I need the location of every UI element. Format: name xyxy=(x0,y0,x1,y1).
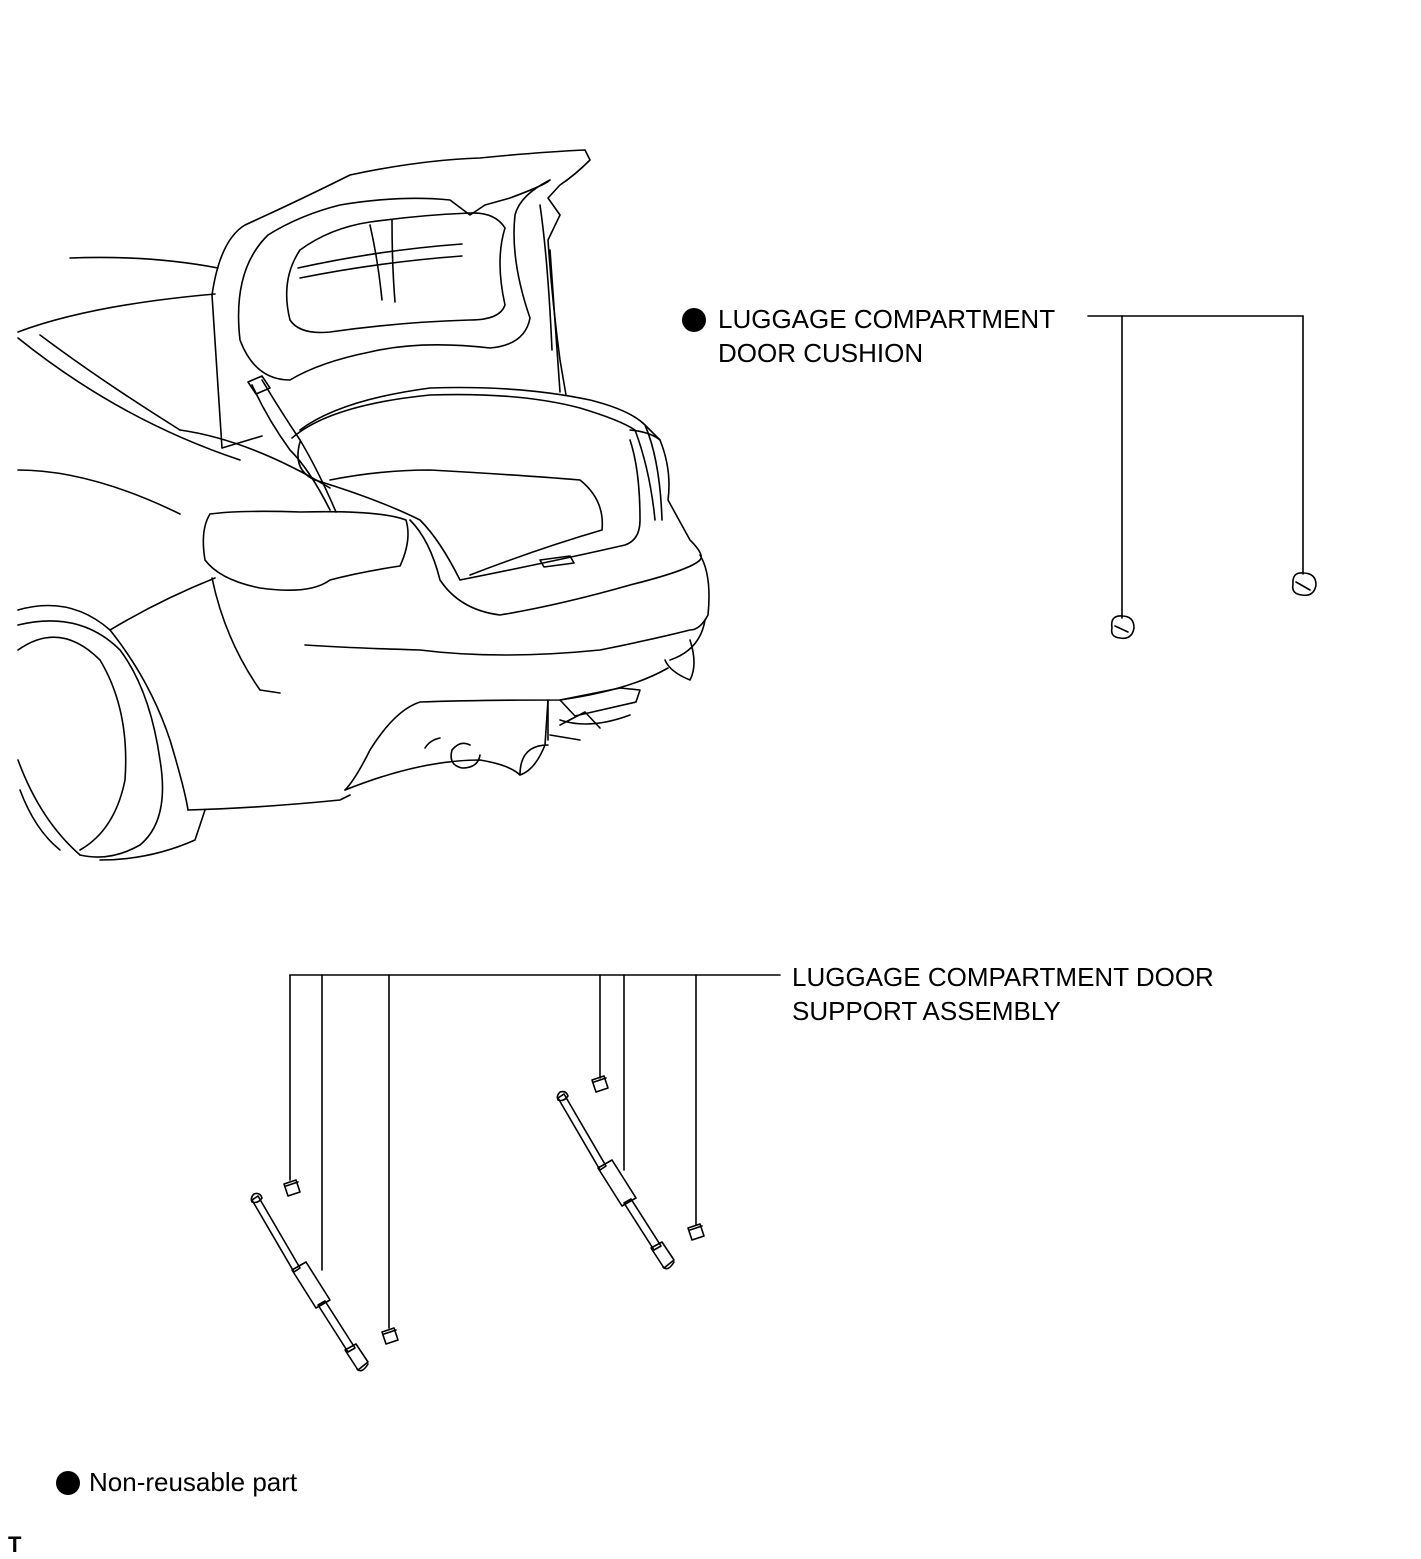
legend-label: Non-reusable part xyxy=(89,1467,298,1497)
door-support-label: LUGGAGE COMPARTMENT DOOR SUPPORT ASSEMBL… xyxy=(792,960,1214,1028)
support-strut-left xyxy=(250,1192,369,1372)
door-cushion-part-right xyxy=(1291,572,1317,597)
car-rear-illustration xyxy=(17,149,710,861)
legend-bullet-icon xyxy=(56,1471,80,1495)
non-reusable-bullet-icon xyxy=(682,308,706,332)
door-support-label-line2: SUPPORT ASSEMBLY xyxy=(792,996,1061,1026)
door-cushion-label-line2: DOOR CUSHION xyxy=(718,338,924,368)
support-strut-right xyxy=(556,1090,675,1270)
door-cushion-label-line1: LUGGAGE COMPARTMENT xyxy=(718,304,1056,334)
figure-code: T xyxy=(8,1532,22,1557)
door-cushion-part-left xyxy=(1110,615,1135,640)
support-leader-lines xyxy=(289,974,781,1329)
door-support-label-line1: LUGGAGE COMPARTMENT DOOR xyxy=(792,962,1214,992)
cushion-leader-lines xyxy=(1087,315,1304,619)
support-clips xyxy=(283,1075,705,1345)
door-cushion-label: LUGGAGE COMPARTMENT DOOR CUSHION xyxy=(718,302,1055,370)
